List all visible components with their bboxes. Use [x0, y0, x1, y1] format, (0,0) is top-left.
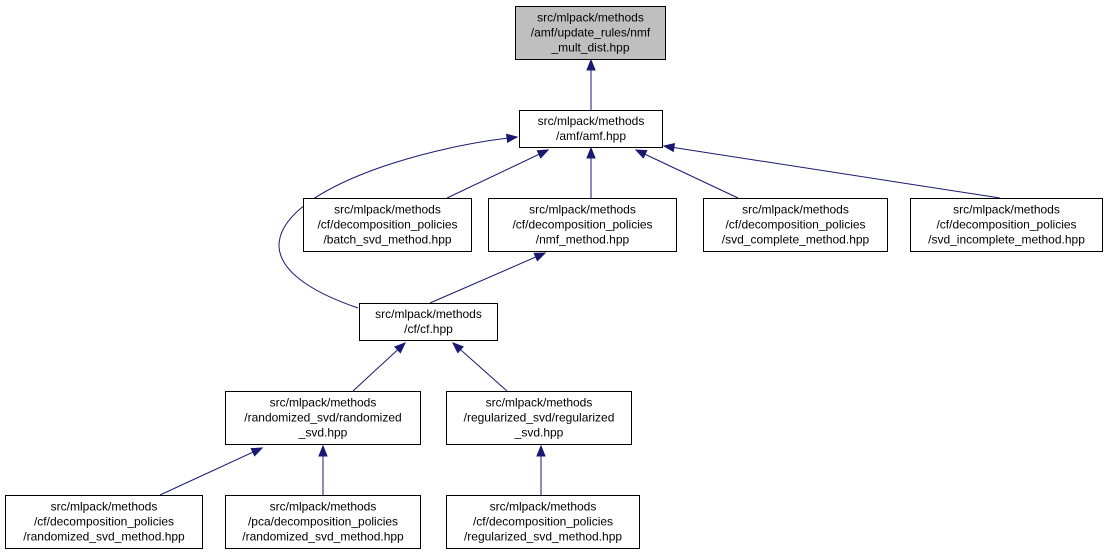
node-regularized-svd[interactable]: src/mlpack/methods/regularized_svd/regul… [446, 391, 632, 445]
node-label-line: src/mlpack/methods [953, 203, 1060, 217]
edge-line [278, 136, 518, 309]
arrowhead [586, 146, 596, 159]
node-label-line: /randomized_svd/randomized [244, 411, 401, 425]
node-label-line: src/mlpack/methods [375, 307, 482, 321]
node-label-line: src/mlpack/methods [742, 203, 849, 217]
node-label-line: /amf/update_rules/nmf [531, 26, 651, 40]
edge-regularized_svd_method-to-regularized_svd [536, 444, 546, 495]
node-label-line: _svd.hpp [298, 426, 348, 440]
node-label-line: /regularized_svd_method.hpp [464, 530, 622, 544]
node-label-line: /batch_svd_method.hpp [323, 233, 451, 247]
edge-line [446, 149, 549, 199]
arrowhead [451, 342, 464, 354]
node-box [359, 303, 498, 341]
nodes-layer: src/mlpack/methods/amf/update_rules/nmf_… [5, 6, 1103, 549]
edge-line [635, 149, 739, 199]
node-label-line: /cf/decomposition_policies [725, 218, 865, 232]
arrowhead [250, 447, 264, 457]
edge-svd_complete_method-to-amf [634, 149, 739, 199]
node-label-line: /cf/decomposition_policies [512, 218, 652, 232]
arrowhead [586, 58, 596, 71]
node-label-line: /svd_incomplete_method.hpp [928, 233, 1085, 247]
node-label-line: /cf/decomposition_policies [34, 515, 174, 529]
node-label-line: _mult_dist.hpp [550, 41, 629, 55]
node-svd-incomplete-method[interactable]: src/mlpack/methods/cf/decomposition_poli… [910, 198, 1103, 252]
edge-cf-to-amf [278, 133, 519, 309]
edge-line [159, 447, 263, 496]
node-label-line: /pca/decomposition_policies [248, 515, 398, 529]
node-batch-svd-method[interactable]: src/mlpack/methods/cf/decomposition_poli… [303, 198, 472, 252]
node-label-line: src/mlpack/methods [270, 500, 377, 514]
node-label-line: src/mlpack/methods [538, 114, 645, 128]
node-label-line: /amf/amf.hpp [556, 129, 626, 143]
arrowhead [634, 149, 648, 159]
node-label-line: /randomized_svd_method.hpp [23, 530, 185, 544]
node-label-line: /cf/decomposition_policies [473, 515, 613, 529]
node-nmf-mult-dist: src/mlpack/methods/amf/update_rules/nmf_… [515, 6, 666, 60]
node-box [519, 110, 663, 148]
node-label-line: src/mlpack/methods [529, 203, 636, 217]
edge-amf-to-nmf_mult_dist [586, 58, 596, 110]
node-label-line: /regularized_svd/regularized [464, 411, 615, 425]
node-box [515, 6, 666, 60]
node-label-line: /randomized_svd_method.hpp [242, 530, 404, 544]
node-label-line: _svd.hpp [514, 426, 564, 440]
node-box [910, 198, 1103, 252]
node-label-line: /cf/cf.hpp [404, 322, 453, 336]
node-label-line: /cf/decomposition_policies [936, 218, 1076, 232]
edge-svd_incomplete_method-to-amf [662, 142, 1001, 199]
arrowhead [662, 142, 676, 153]
node-regularized-svd-method[interactable]: src/mlpack/methods/cf/decomposition_poli… [446, 495, 640, 549]
node-label-line: src/mlpack/methods [334, 203, 441, 217]
node-label-line: /cf/decomposition_policies [317, 218, 457, 232]
arrowhead [506, 133, 519, 143]
node-label-line: src/mlpack/methods [51, 500, 158, 514]
edge-batch_svd_method-to-amf [446, 149, 550, 199]
arrowhead [536, 149, 550, 159]
node-box [446, 495, 640, 549]
node-box [303, 198, 472, 252]
edge-line [663, 145, 1001, 199]
node-label-line: src/mlpack/methods [270, 396, 377, 410]
node-pca-randomized-svd-method[interactable]: src/mlpack/methods/pca/decomposition_pol… [225, 495, 421, 549]
node-cf-randomized-svd-method[interactable]: src/mlpack/methods/cf/decomposition_poli… [5, 495, 203, 549]
arrowhead [318, 444, 328, 457]
node-box [5, 495, 203, 549]
node-box [225, 495, 421, 549]
node-label-line: /svd_complete_method.hpp [722, 233, 870, 247]
edge-line [352, 342, 406, 392]
node-box [488, 198, 677, 252]
edge-line [429, 252, 546, 304]
node-box [703, 198, 888, 252]
edge-regularized_svd-to-cf [451, 342, 508, 392]
edge-pca_randomized_svd_method-to-randomized_svd [318, 444, 328, 495]
arrowhead [394, 342, 406, 354]
node-label-line: /nmf_method.hpp [536, 233, 630, 247]
arrowhead [536, 444, 546, 457]
node-label-line: src/mlpack/methods [486, 396, 593, 410]
node-label-line: src/mlpack/methods [490, 500, 597, 514]
node-svd-complete-method[interactable]: src/mlpack/methods/cf/decomposition_poli… [703, 198, 888, 252]
node-label-line: src/mlpack/methods [537, 11, 644, 25]
node-amf[interactable]: src/mlpack/methods/amf/amf.hpp [519, 110, 663, 148]
node-box [225, 391, 421, 445]
edge-randomized_svd-to-cf [352, 342, 406, 392]
node-cf[interactable]: src/mlpack/methods/cf/cf.hpp [359, 303, 498, 341]
edge-nmf_method-to-amf [586, 146, 596, 198]
arrowhead [533, 252, 547, 262]
edges-layer [159, 58, 1001, 496]
edge-cf_randomized_svd_method-to-randomized_svd [159, 447, 264, 496]
node-box [446, 391, 632, 445]
edge-cf-to-nmf_method [429, 252, 547, 304]
edge-line [452, 342, 508, 392]
node-randomized-svd[interactable]: src/mlpack/methods/randomized_svd/random… [225, 391, 421, 445]
node-nmf-method[interactable]: src/mlpack/methods/cf/decomposition_poli… [488, 198, 677, 252]
